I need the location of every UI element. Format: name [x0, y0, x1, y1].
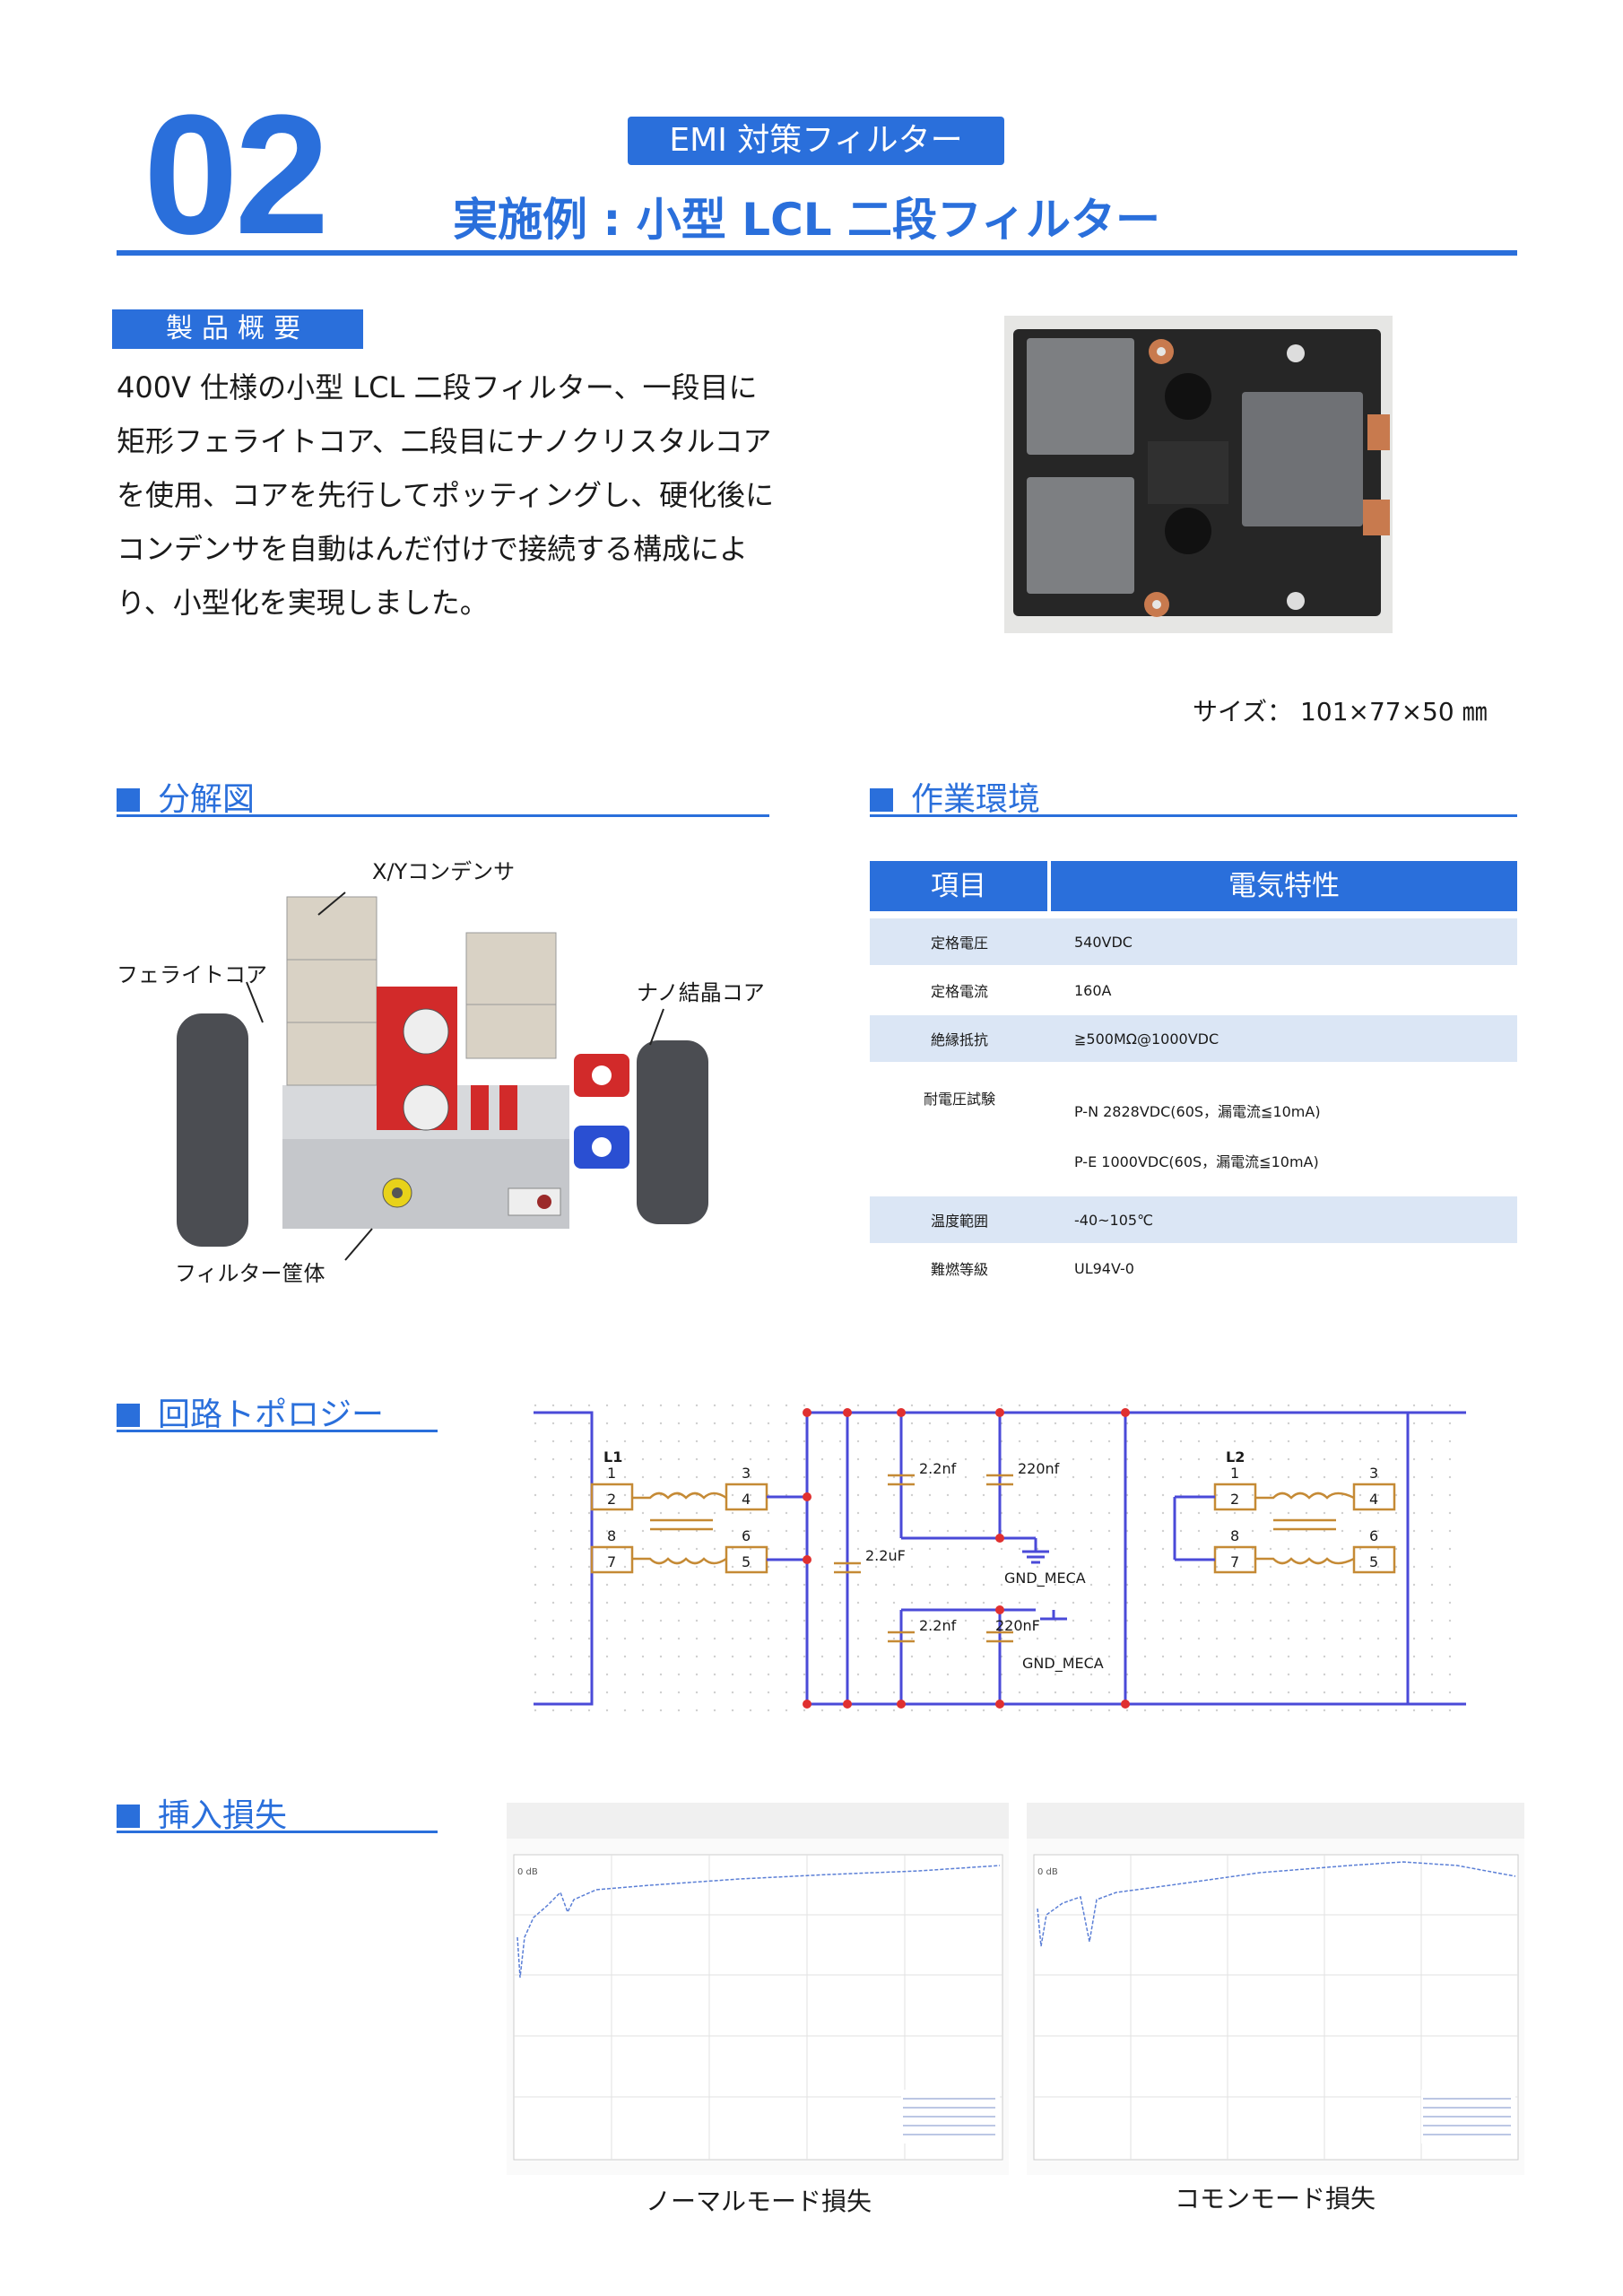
- insertion-heading: 挿入損失: [117, 1789, 287, 1836]
- overview-text: 400V 仕様の小型 LCL 二段フィルター、一段目に矩形フェライトコア、二段目…: [117, 370, 775, 620]
- insertion-heading-label: 挿入損失: [158, 1797, 288, 1834]
- topology-heading: 回路トポロジー: [117, 1388, 384, 1435]
- zero-db-label: 0 dB: [517, 1867, 538, 1877]
- spec-value: -40~105℃: [1074, 1211, 1154, 1229]
- exploded-diagram: X/Yコンデンサ フェライトコア ナノ結晶コア フィルター筐体: [117, 859, 765, 1286]
- pin-label: 3: [742, 1465, 751, 1482]
- spec-key: 定格電圧: [930, 935, 988, 952]
- spec-value: 540VDC: [1074, 933, 1133, 951]
- normal-mode-loss-chart: 0 dB: [507, 1803, 1009, 2175]
- spec-row: 定格電圧 540VDC: [870, 918, 1517, 965]
- cap-label: 2.2uF: [865, 1547, 906, 1564]
- title-rule: [117, 250, 1517, 256]
- exploded-heading: 分解図: [117, 773, 255, 820]
- spec-table-header: 項目 電気特性: [870, 861, 1517, 911]
- cap-label: 220nf: [1018, 1460, 1060, 1477]
- pin-label: 3: [1369, 1465, 1378, 1482]
- pin-label: 7: [607, 1553, 616, 1570]
- spec-key: 絶縁抵抗: [930, 1031, 988, 1048]
- gnd-label: GND_MECA: [1022, 1655, 1104, 1673]
- pin-label: 1: [1230, 1465, 1239, 1482]
- cap-label: 2.2nf: [919, 1617, 957, 1634]
- heading-square-icon: [117, 1404, 140, 1427]
- xy-capacitor-label: X/Yコンデンサ: [372, 859, 515, 884]
- pin-label: 7: [1230, 1553, 1239, 1570]
- pin-label: 5: [1369, 1553, 1378, 1570]
- spec-value: P-N 2828VDC(60S，漏電流≦10mA) P-E 1000VDC(60…: [1049, 1062, 1321, 1187]
- nano-core-label: ナノ結晶コア: [637, 980, 765, 1005]
- category-tag: EMI 対策フィルター: [628, 117, 1004, 165]
- pin-label: 8: [607, 1527, 616, 1544]
- pin-label: 2: [607, 1491, 616, 1508]
- gnd-label: GND_MECA: [1004, 1570, 1086, 1587]
- spec-row: 温度範囲 -40~105℃: [870, 1196, 1517, 1243]
- topology-heading-label: 回路トポロジー: [158, 1396, 385, 1433]
- spec-value: ≧500MΩ@1000VDC: [1074, 1030, 1219, 1048]
- heading-square-icon: [117, 788, 140, 812]
- heading-square-icon: [117, 1805, 140, 1828]
- topology-rule: [117, 1430, 438, 1432]
- spec-value: UL94V-0: [1074, 1259, 1134, 1277]
- spec-value: 160A: [1074, 981, 1112, 999]
- pin-label: 8: [1230, 1527, 1239, 1544]
- product-photo: [1004, 316, 1393, 633]
- circuit-diagram: L1 L2 1 2 3 4 8 7 6 5 1 2 3 4 8 7 6 5 2.…: [534, 1404, 1466, 1726]
- spec-header-item: 項目: [870, 861, 1047, 911]
- l2-label: L2: [1226, 1448, 1245, 1465]
- pin-label: 5: [742, 1553, 751, 1570]
- spec-header-value: 電気特性: [1051, 861, 1517, 911]
- pin-label: 4: [742, 1491, 751, 1508]
- spec-key: 温度範囲: [930, 1213, 988, 1230]
- spec-key: 難燃等級: [930, 1261, 988, 1278]
- page-title: 実施例 : 小型 LCL 二段フィルター: [453, 194, 1161, 246]
- pin-label: 1: [607, 1465, 616, 1482]
- heading-square-icon: [870, 788, 893, 812]
- environment-heading-label: 作業環境: [911, 781, 1041, 818]
- filter-case-label: フィルター筐体: [175, 1261, 325, 1286]
- exploded-rule: [117, 814, 769, 817]
- spec-key: 耐電圧試験: [923, 1091, 995, 1108]
- insertion-rule: [117, 1831, 438, 1833]
- spec-row: 難燃等級 UL94V-0: [870, 1243, 1517, 1293]
- spec-row: 耐電圧試験 P-N 2828VDC(60S，漏電流≦10mA) P-E 1000…: [870, 1062, 1517, 1196]
- pin-label: 2: [1230, 1491, 1239, 1508]
- zero-db-label: 0 dB: [1037, 1867, 1058, 1877]
- spec-value-line: P-E 1000VDC(60S，漏電流≦10mA): [1074, 1153, 1319, 1170]
- l1-label: L1: [603, 1448, 622, 1465]
- spec-row: 絶縁抵抗 ≧500MΩ@1000VDC: [870, 1015, 1517, 1062]
- normal-mode-caption: ノーマルモード損失: [646, 2187, 872, 2216]
- common-mode-loss-chart: 0 dB: [1027, 1803, 1524, 2175]
- overview-label: 製品概要: [112, 309, 363, 349]
- spec-table: 項目 電気特性 定格電圧 540VDC 定格電流 160A 絶縁抵抗 ≧500M…: [870, 861, 1517, 1293]
- pin-label: 4: [1369, 1491, 1378, 1508]
- common-mode-caption: コモンモード損失: [1175, 2184, 1376, 2213]
- cap-label: 2.2nf: [919, 1460, 957, 1477]
- exploded-heading-label: 分解図: [158, 781, 256, 818]
- environment-heading: 作業環境: [870, 773, 1040, 820]
- spec-row: 定格電流 160A: [870, 965, 1517, 1015]
- spec-value-line: P-N 2828VDC(60S，漏電流≦10mA): [1074, 1103, 1321, 1120]
- size-note: サイズ： 101×77×50 ㎜: [1193, 697, 1488, 726]
- cap-label: 220nF: [995, 1617, 1040, 1634]
- pin-label: 6: [742, 1527, 751, 1544]
- section-number: 02: [143, 80, 329, 270]
- pin-label: 6: [1369, 1527, 1378, 1544]
- ferrite-core-label: フェライトコア: [117, 962, 267, 987]
- environment-rule: [870, 814, 1517, 817]
- spec-key: 定格電流: [930, 983, 988, 1000]
